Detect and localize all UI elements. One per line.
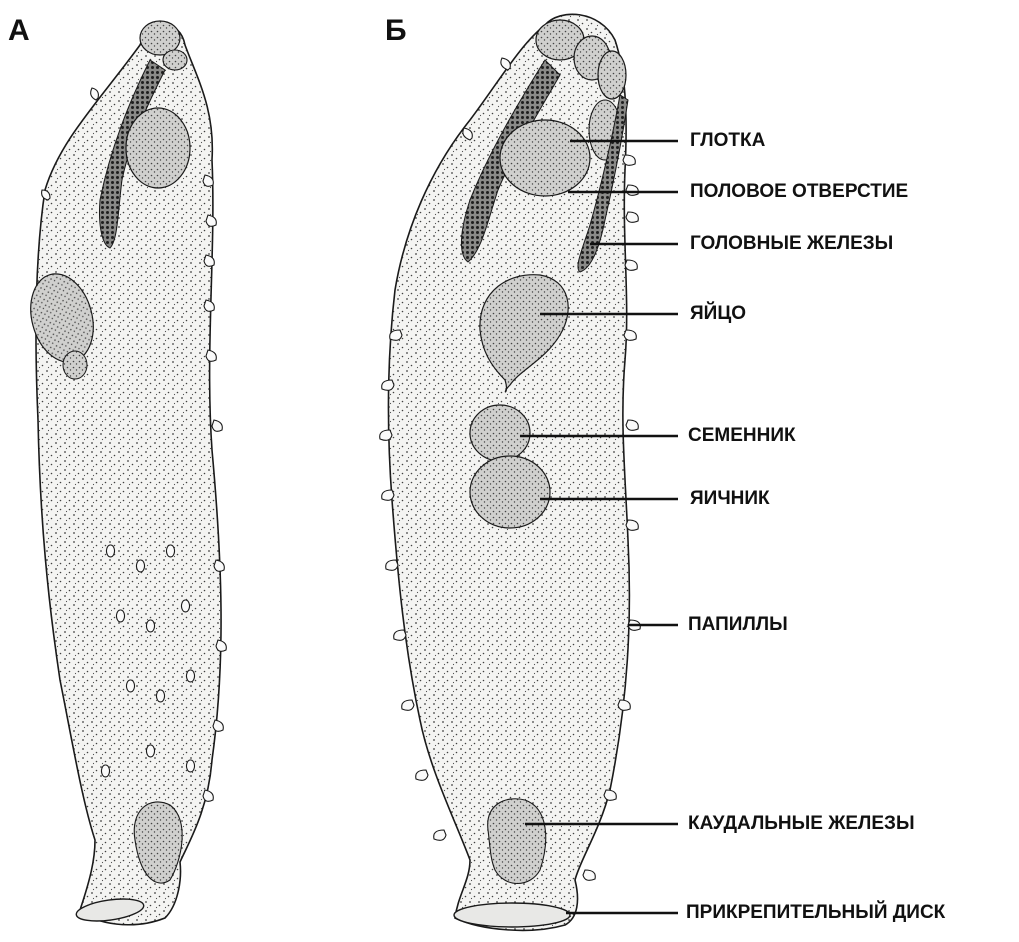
label-genital-opening: ПОЛОВОЕ ОТВЕРСТИЕ: [690, 182, 908, 201]
specimen-a-pharynx: [126, 108, 190, 188]
specimen-a: [21, 21, 226, 925]
label-testis: СЕМЕННИК: [688, 426, 796, 445]
specimen-b-ovary: [470, 456, 550, 528]
label-caudal-glands: КАУДАЛЬНЫЕ ЖЕЛЕЗЫ: [688, 814, 915, 833]
specimen-b: [380, 14, 641, 930]
label-attachment-disc: ПРИКРЕПИТЕЛЬНЫЙ ДИСК: [686, 903, 945, 922]
label-ovary: ЯИЧНИК: [690, 489, 770, 508]
panel-label-b: Б: [385, 16, 407, 46]
label-egg: ЯЙЦО: [690, 304, 746, 323]
panel-label-a: А: [8, 16, 30, 46]
label-papillae: ПАПИЛЛЫ: [688, 615, 788, 634]
specimen-b-testis: [470, 405, 530, 461]
specimen-b-caudal-gland: [488, 799, 546, 884]
specimen-b-pharynx: [500, 120, 590, 196]
specimen-b-attachment-disc: [454, 903, 570, 927]
label-head-glands: ГОЛОВНЫЕ ЖЕЛЕЗЫ: [690, 234, 893, 253]
label-pharynx: ГЛОТКА: [690, 131, 765, 150]
